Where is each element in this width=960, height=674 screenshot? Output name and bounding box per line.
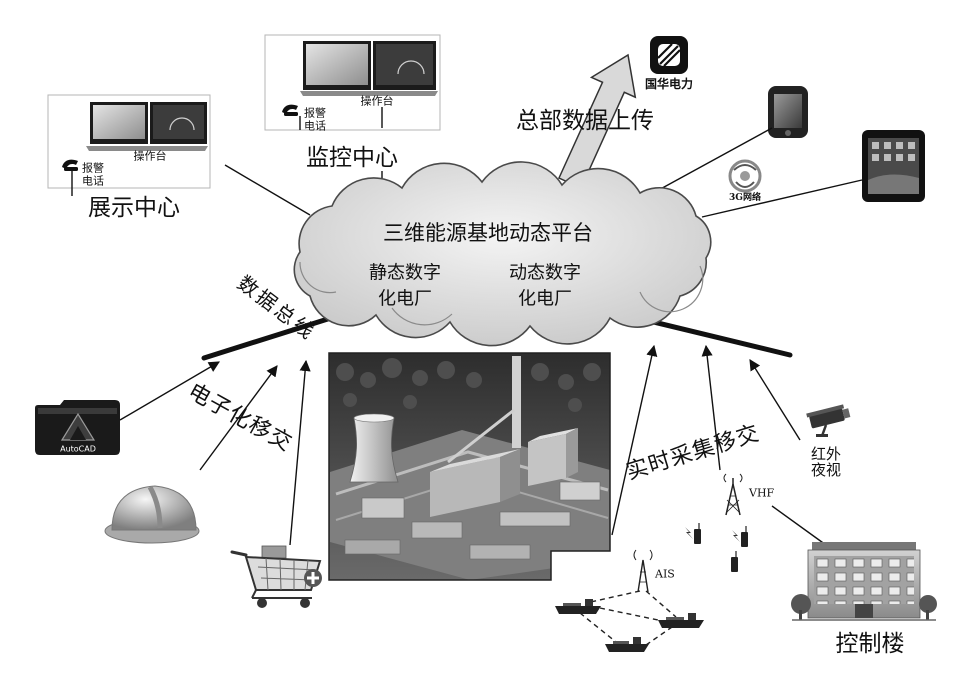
tablet-link	[701, 179, 863, 218]
display-center-link	[224, 164, 311, 216]
cloud-shape	[293, 161, 712, 347]
chimney	[512, 356, 521, 448]
platform-title: 三维能源基地动态平台	[383, 221, 593, 245]
autocad-to-bus-arrow	[119, 361, 220, 421]
cooling-tower-top	[353, 413, 395, 423]
static-plant-line1: 静态数字	[369, 263, 441, 284]
autocad-label: AutoCAD	[60, 445, 96, 454]
smartphone-link	[654, 127, 773, 193]
infrared-to-bus-arrow	[749, 359, 801, 441]
console-desk	[86, 146, 208, 151]
cart-to-bus-arrow	[289, 359, 311, 546]
boiler-house	[430, 449, 520, 517]
ais-label: AIS	[654, 568, 675, 581]
ship-icon	[658, 613, 704, 628]
ship-icon	[605, 637, 649, 652]
autocad-icon: AutoCAD	[35, 400, 120, 455]
display-center-alarm-line1: 报警	[82, 161, 104, 175]
alarm-phone-base	[64, 167, 78, 171]
helmet-to-bus-arrow	[199, 365, 278, 471]
monitor-left-screen	[93, 105, 145, 139]
vhf-antenna-icon	[723, 473, 743, 516]
monitor-left-screen	[306, 44, 368, 85]
display-center: 操作台 报警 电话 展示中心	[47, 94, 211, 221]
infrared-label-line1: 红外	[811, 445, 841, 463]
alarm-phone-icon	[62, 159, 78, 169]
alarm-phone-icon	[282, 104, 298, 114]
display-center-alarm-line2: 电话	[82, 175, 104, 188]
ship-icon	[555, 599, 601, 614]
platform-cloud: 三维能源基地动态平台 静态数字 化电厂 动态数字 化电厂	[293, 161, 712, 347]
monitor-center-alarm-line2: 电话	[304, 120, 326, 133]
vhf-label: VHF	[748, 487, 775, 500]
ais-links	[579, 590, 677, 646]
turbine-hall	[528, 428, 578, 486]
static-plant-line2: 化电厂	[378, 289, 432, 310]
monitor-center: 操作台 报警 电话 监控中心	[264, 34, 441, 171]
alarm-phone-base	[284, 112, 298, 116]
hq-upload-label: 总部数据上传	[516, 108, 654, 134]
power-plant-image-border	[328, 352, 611, 581]
guohua-logo: 国华电力	[645, 36, 693, 91]
infrared-label-line2: 夜视	[811, 461, 841, 479]
building-to-vhf-link	[771, 505, 827, 546]
safety-helmet-icon	[104, 485, 200, 544]
walkie-talkie-icon	[731, 551, 738, 572]
dynamic-plant-line1: 动态数字	[509, 263, 581, 284]
control-building-icon	[791, 542, 937, 621]
data-bus-left	[201, 309, 353, 361]
logo-text: 国华电力	[645, 76, 693, 91]
logo-mark-stripes	[657, 43, 681, 67]
electronic-handover-label: 电子化移交	[184, 379, 297, 457]
cooling-tower	[349, 417, 399, 483]
auxiliary-buildings	[344, 481, 601, 560]
cloud-inner-arc	[391, 307, 453, 326]
monitor-center-label: 监控中心	[306, 145, 398, 171]
monitor-right-screen	[153, 105, 204, 139]
plant-trees	[336, 358, 601, 412]
display-center-label: 展示中心	[88, 195, 180, 221]
image-notch	[551, 551, 610, 580]
monitor-center-console-label: 操作台	[361, 94, 394, 108]
infrared-camera-icon	[806, 404, 851, 437]
monitor-right-gauge	[397, 60, 425, 75]
ais-antenna-icon	[633, 549, 653, 593]
control-building-label: 控制楼	[836, 631, 905, 657]
dynamic-plant-line2: 化电厂	[518, 289, 572, 310]
monitor-right-gauge	[169, 117, 195, 131]
3g-network-label: 3G网络	[729, 191, 761, 203]
monitor-center-alarm-line1: 报警	[304, 106, 326, 120]
coal-conveyor	[447, 408, 515, 464]
shopping-cart-icon	[230, 545, 322, 608]
3g-network-icon	[728, 159, 762, 193]
power-plant-image	[329, 353, 610, 580]
console-desk	[300, 91, 438, 96]
monitor-center-monitors	[300, 41, 438, 96]
cloud-inner-arc	[299, 261, 337, 294]
walkie-talkie-icon	[685, 523, 701, 544]
monitor-right-screen	[376, 44, 433, 85]
display-center-console-label: 操作台	[134, 149, 167, 163]
smartphone-icon	[768, 86, 808, 138]
vhf-to-bus-arrow	[701, 344, 721, 471]
walkie-talkie-icon	[732, 526, 748, 547]
ais-to-bus-arrow	[611, 344, 658, 536]
tablet-icon	[862, 130, 925, 202]
display-center-monitors	[86, 102, 208, 151]
cloud-inner-arc	[639, 265, 704, 313]
